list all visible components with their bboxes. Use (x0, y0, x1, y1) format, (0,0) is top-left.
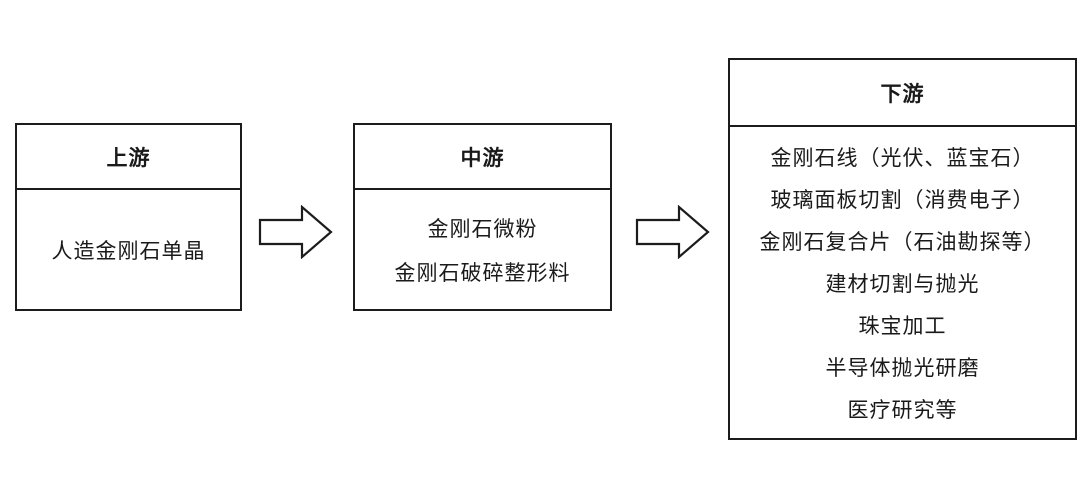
upstream-box: 上游 人造金刚石单晶 (15, 123, 242, 311)
downstream-item: 建材切割与抛光 (825, 271, 980, 296)
upstream-item: 人造金刚石单晶 (51, 238, 206, 263)
midstream-content: 金刚石微粉 金刚石破碎整形料 (355, 190, 610, 309)
downstream-item: 金刚石线（光伏、蓝宝石） (770, 145, 1035, 170)
downstream-box: 下游 金刚石线（光伏、蓝宝石） 玻璃面板切割（消费电子） 金刚石复合片（石油勘探… (728, 58, 1077, 440)
midstream-item: 金刚石破碎整形料 (394, 260, 571, 285)
midstream-box: 中游 金刚石微粉 金刚石破碎整形料 (353, 123, 612, 311)
downstream-content: 金刚石线（光伏、蓝宝石） 玻璃面板切割（消费电子） 金刚石复合片（石油勘探等） … (730, 127, 1075, 438)
downstream-item: 珠宝加工 (858, 313, 947, 338)
downstream-item: 半导体抛光研磨 (825, 355, 980, 380)
downstream-item: 医疗研究等 (847, 397, 958, 422)
midstream-item: 金刚石微粉 (427, 216, 538, 241)
right-arrow-icon (258, 205, 333, 259)
midstream-title: 中游 (355, 125, 610, 190)
upstream-content: 人造金刚石单晶 (17, 190, 240, 309)
downstream-item: 金刚石复合片（石油勘探等） (759, 229, 1046, 254)
right-arrow-icon (635, 205, 710, 259)
upstream-title: 上游 (17, 125, 240, 190)
downstream-title: 下游 (730, 60, 1075, 127)
downstream-item: 玻璃面板切割（消费电子） (770, 187, 1035, 212)
